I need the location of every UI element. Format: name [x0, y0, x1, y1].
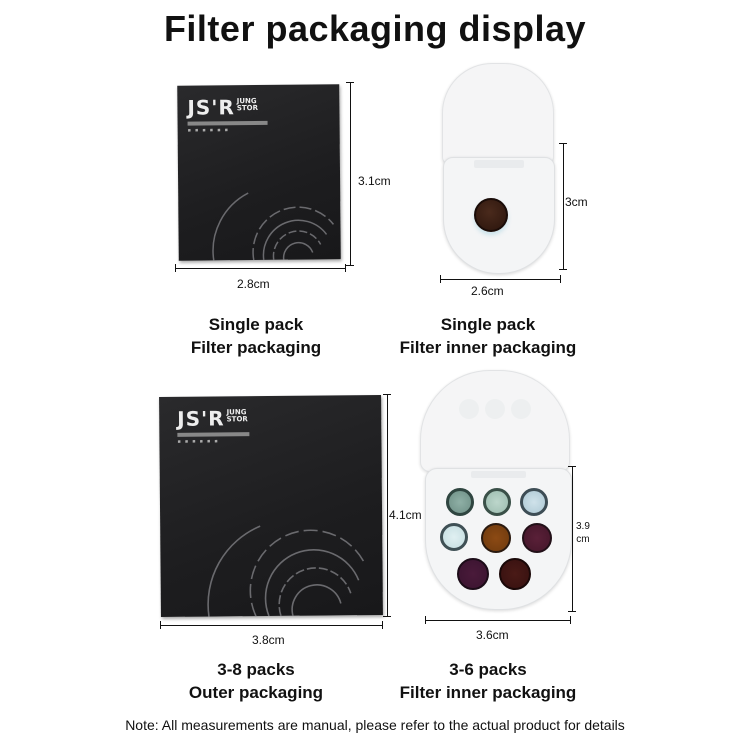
height-label: 3.9 cm [576, 521, 590, 545]
dimension-tick [383, 616, 391, 617]
caption: Single pack Filter inner packaging [399, 315, 577, 357]
dimension-tick [383, 394, 391, 395]
height-label: 3.1cm [358, 174, 391, 188]
dimension-tick [568, 466, 576, 467]
page-title: Filter packaging display [163, 8, 587, 49]
disclaimer-note: Note: All measurements are manual, pleas… [125, 717, 625, 733]
caption: 3-6 packs Filter inner packaging [399, 660, 577, 702]
filter-lens [446, 488, 474, 516]
width-label: 3.8cm [252, 633, 285, 647]
filter-lens [499, 558, 531, 590]
dimension-tick [570, 616, 571, 624]
width-label: 2.6cm [471, 284, 504, 298]
dimension-tick [175, 264, 176, 272]
height-dimension-line [387, 394, 388, 616]
dimension-tick [425, 616, 426, 624]
caption: 3-8 packs Outer packaging [188, 660, 324, 702]
width-dimension-line [440, 279, 560, 280]
height-dimension-line [350, 82, 351, 265]
height-dimension-line [563, 143, 564, 269]
dimension-tick [160, 621, 161, 629]
filter-lens [474, 198, 508, 232]
height-label: 4.1cm [389, 508, 422, 522]
case-lid [420, 370, 570, 472]
dimension-tick [440, 275, 441, 283]
circle-graphic [207, 525, 367, 617]
filter-lens [522, 523, 552, 553]
width-label: 3.6cm [476, 628, 509, 642]
circle-graphic [212, 192, 335, 261]
height-label: 3cm [565, 195, 588, 209]
case-lid [442, 63, 554, 165]
filter-lens [483, 488, 511, 516]
dimension-tick [345, 264, 346, 272]
width-dimension-line [175, 268, 345, 269]
dimension-tick [382, 621, 383, 629]
dimension-tick [560, 275, 561, 283]
case-base [443, 157, 555, 274]
caption: Single pack Filter packaging [190, 315, 322, 357]
width-label: 2.8cm [237, 277, 270, 291]
height-dimension-line [572, 466, 573, 611]
filter-lens [481, 523, 511, 553]
filter-lens [440, 523, 468, 551]
dimension-tick [559, 143, 567, 144]
filter-lens [457, 558, 489, 590]
dimension-tick [346, 82, 354, 83]
filter-lens [520, 488, 548, 516]
dimension-tick [559, 269, 567, 270]
dimension-tick [346, 265, 354, 266]
width-dimension-line [160, 625, 382, 626]
width-dimension-line [425, 620, 570, 621]
dimension-tick [568, 611, 576, 612]
